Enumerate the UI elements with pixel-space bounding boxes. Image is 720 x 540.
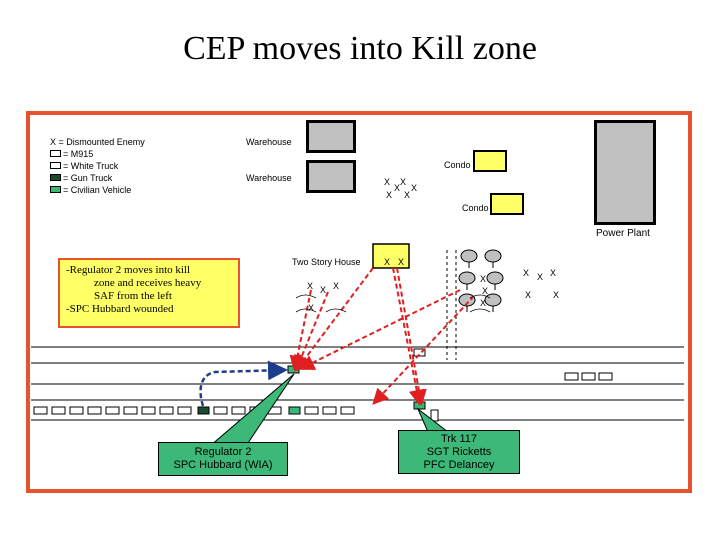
condo-building-2 — [490, 193, 524, 215]
enemy-x: X — [480, 298, 487, 308]
legend-swatch-civilian — [50, 186, 61, 193]
enemy-x: X — [320, 285, 327, 295]
trk-callout-crew-2: PFC Delancey — [423, 459, 495, 471]
warehouse-building-2 — [306, 160, 356, 193]
vehicle — [564, 372, 579, 381]
convoy — [33, 365, 439, 422]
note-line-1: -Regulator 2 moves into kill — [66, 264, 191, 276]
warehouse-label-1: Warehouse — [246, 137, 292, 147]
enemy-x: X — [384, 177, 391, 187]
trk-callout-crew-1: SGT Ricketts — [426, 446, 492, 458]
enemy-x: X — [482, 286, 489, 296]
note-line-4: -SPC Hubbard wounded — [66, 303, 174, 315]
condo-label-2: Condo — [462, 203, 489, 213]
legend-enemy: X = Dismounted Enemy — [50, 137, 145, 147]
road — [31, 346, 684, 421]
enemy-x: X — [523, 268, 530, 278]
enemy-x: X — [537, 272, 544, 282]
enemy-x: X — [384, 257, 391, 267]
legend-civilian: = Civilian Vehicle — [63, 185, 132, 195]
legend-m915: = M915 — [63, 149, 94, 159]
enemy-x: X — [525, 290, 532, 300]
legend-swatch-m915 — [50, 150, 61, 157]
trk-callout-name: Trk 117 — [440, 433, 478, 445]
fire-arcs — [295, 294, 491, 313]
regulator-callout-name: Regulator 2 — [194, 446, 252, 458]
condo-label-1: Condo — [444, 160, 471, 170]
slide-title: CEP moves into Kill zone — [183, 30, 537, 67]
situation-note: -Regulator 2 moves into kill zone and re… — [58, 258, 240, 328]
enemy-x: X — [333, 281, 340, 291]
enemy-x: X — [307, 281, 314, 291]
warehouse-building-1 — [306, 120, 356, 153]
enemy-x: X — [480, 274, 487, 284]
vehicle — [598, 372, 613, 381]
enemy-x: X — [308, 303, 315, 313]
enemy-x: X — [550, 268, 557, 278]
legend-gun-truck: = Gun Truck — [63, 173, 113, 183]
enemy-x: X — [404, 190, 411, 200]
note-line-3: SAF from the left — [94, 290, 172, 302]
regulator-callout-crew: SPC Hubbard (WIA) — [173, 459, 273, 471]
legend-swatch-gun-truck — [50, 174, 61, 181]
two-story-house-label: Two Story House — [292, 257, 361, 267]
power-plant-label: Power Plant — [596, 228, 650, 239]
legend-swatch-white-truck — [50, 162, 61, 169]
enemy-x: X — [386, 190, 393, 200]
enemy-x: X — [400, 177, 407, 187]
enemy-fire — [289, 267, 475, 406]
regulator-callout: Regulator 2 SPC Hubbard (WIA) — [158, 442, 288, 476]
power-plant-building — [594, 120, 656, 225]
note-line-2: zone and receives heavy — [94, 277, 202, 289]
movement-route — [199, 360, 288, 407]
enemy-x: X — [553, 290, 560, 300]
warehouse-label-2: Warehouse — [246, 173, 292, 183]
enemy-x: X — [398, 257, 405, 267]
enemy-x: X — [411, 183, 418, 193]
two-story-house — [372, 243, 410, 269]
enemy-x: X — [394, 183, 401, 193]
condo-building-1 — [473, 150, 507, 172]
vehicle — [581, 372, 596, 381]
legend-white-truck: = White Truck — [63, 161, 119, 171]
trk-callout: Trk 117 SGT Ricketts PFC Delancey — [398, 430, 520, 474]
vehicle — [413, 348, 426, 357]
